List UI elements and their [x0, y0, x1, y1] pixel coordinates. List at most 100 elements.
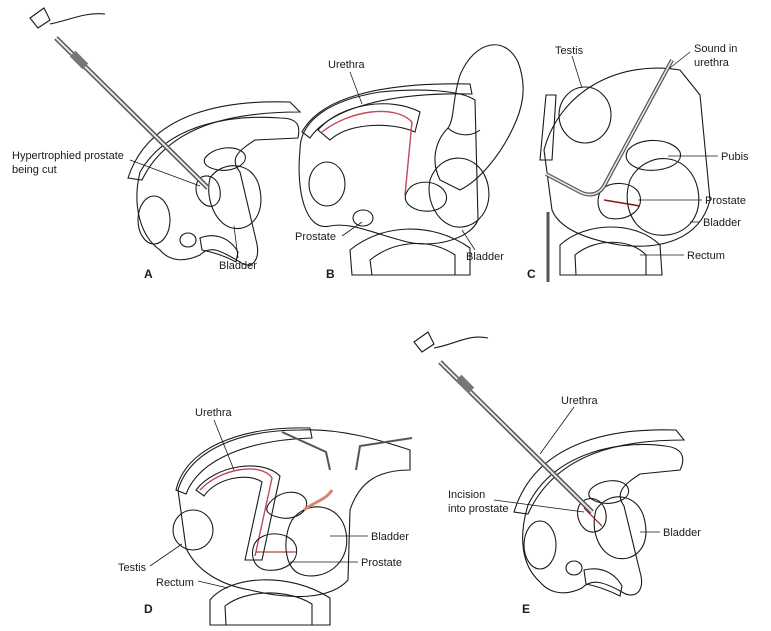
- panel-b-bladder: [428, 157, 490, 228]
- panel-d-urethra-channel: [199, 468, 273, 557]
- panel-d-testis: [172, 509, 214, 551]
- panel-b-gloved-hand: [434, 44, 524, 191]
- panel-e-scrotal-ring: [565, 560, 583, 576]
- panel-e-leader-incision: [493, 499, 585, 513]
- panel-e-bladder: [593, 496, 647, 560]
- panel-b-rectum: [349, 228, 471, 276]
- panel-e-incision: [583, 507, 603, 527]
- panel-e-pelvis-tissue: [522, 443, 684, 596]
- panel-b-prostate-small: [352, 209, 374, 227]
- panel-a-pelvis-tissue: [136, 116, 300, 266]
- panel-e-label-incision-1: Incision: [448, 489, 485, 501]
- panel-e-skin-band: [513, 429, 686, 515]
- panel-c-label-testis: Testis: [555, 45, 584, 57]
- panel-b-label-bladder: Bladder: [466, 251, 504, 263]
- panel-c-letter: C: [527, 267, 536, 281]
- panel-a-leader-bladder: [233, 225, 239, 259]
- panel-d-pubis: [266, 491, 308, 519]
- panel-c-rectum-inner: [574, 241, 647, 276]
- panel-a-label-bladder: Bladder: [219, 260, 257, 272]
- panel-e-leader-urethra: [539, 406, 575, 455]
- panel-d-leader-testis: [149, 543, 183, 567]
- panel-c-label-sound-2: urethra: [694, 57, 730, 69]
- panel-c-leader-testis: [571, 55, 583, 89]
- panel-c-leader-sound: [669, 51, 691, 69]
- panel-a-leader-hypertrophied: [129, 159, 201, 187]
- panel-a-rectum: [199, 235, 239, 263]
- panel-b-label-urethra: Urethra: [328, 59, 366, 71]
- panel-a-testis: [137, 195, 171, 245]
- panel-d: Urethra Bladder Prostate Testis Rectum D: [118, 407, 413, 626]
- panel-c-skin: [539, 94, 557, 161]
- panel-d-leader-rectum: [197, 580, 229, 589]
- panel-e-testis: [523, 520, 557, 570]
- panel-a-scope-handle: [69, 50, 89, 70]
- panel-d-rectum: [209, 579, 331, 626]
- panel-d-bladder: [285, 506, 348, 577]
- panel-c-testis: [558, 86, 612, 144]
- panel-b: Urethra Prostate Bladder B: [295, 44, 524, 281]
- panel-b-prostate: [404, 181, 448, 212]
- panel-e-letter: E: [522, 602, 530, 616]
- panel-b-testis: [308, 161, 346, 207]
- panel-a-prostate: [195, 175, 221, 207]
- panel-c-body: [543, 67, 711, 247]
- panel-c-prostate: [597, 182, 641, 220]
- panel-e-label-urethra: Urethra: [561, 395, 599, 407]
- panel-c-label-rectum: Rectum: [687, 250, 725, 262]
- panel-d-body: [177, 429, 411, 598]
- panel-a-pubis: [203, 147, 246, 171]
- panel-b-leader-urethra: [349, 71, 363, 105]
- panel-d-letter: D: [144, 602, 153, 616]
- panel-c-pubis: [625, 139, 681, 171]
- panel-c: Testis Sound in urethra Pubis Prostate B…: [527, 43, 749, 282]
- panel-d-label-testis: Testis: [118, 562, 147, 574]
- panel-a-label-hypertrophied: Hypertrophied prostate: [12, 150, 124, 162]
- panel-b-urethra: [317, 103, 421, 141]
- panel-e: Urethra Incision into prostate Bladder E: [413, 331, 701, 616]
- panel-c-prostate-cut: [603, 199, 641, 207]
- panel-b-leader-bladder: [461, 229, 476, 251]
- panel-d-retractor-1: [281, 431, 331, 471]
- panel-d-label-prostate: Prostate: [361, 557, 402, 569]
- panel-d-retractor-2: [355, 437, 413, 471]
- panel-e-eyepiece: [413, 331, 435, 353]
- panel-e-label-incision-2: into prostate: [448, 503, 509, 515]
- panel-d-skin: [175, 427, 313, 495]
- panel-b-letter: B: [326, 267, 335, 281]
- panel-d-prostate: [251, 533, 298, 571]
- panel-d-label-bladder: Bladder: [371, 531, 409, 543]
- panel-a-eyepiece: [29, 7, 51, 29]
- panel-a-bladder: [208, 165, 262, 230]
- panel-c-label-sound-1: Sound in: [694, 43, 737, 55]
- panel-c-label-bladder: Bladder: [703, 217, 741, 229]
- panel-a-cable: [49, 13, 106, 25]
- panel-b-leader-prostate: [341, 221, 363, 237]
- panel-a-letter: A: [144, 267, 153, 281]
- panel-e-pubis: [588, 480, 630, 504]
- panel-b-rectum-inner: [369, 243, 456, 276]
- panel-b-urethra-channel: [321, 110, 413, 196]
- panel-b-skin: [301, 83, 473, 139]
- panel-e-cable: [433, 336, 489, 349]
- panel-e-scope-handle: [455, 374, 475, 394]
- panel-c-label-prostate: Prostate: [705, 195, 746, 207]
- panel-b-finger-detail: [447, 127, 481, 136]
- panel-e-label-bladder: Bladder: [663, 527, 701, 539]
- panel-d-bladder-rim: [303, 489, 334, 512]
- panel-a-label-being-cut: being cut: [12, 164, 57, 176]
- panel-e-rectum: [583, 568, 623, 597]
- panel-b-label-prostate: Prostate: [295, 231, 336, 243]
- panel-a: Hypertrophied prostate being cut Bladder…: [12, 7, 302, 281]
- panel-d-rectum-inner: [224, 592, 313, 626]
- panel-d-label-urethra: Urethra: [195, 407, 233, 419]
- panel-a-skin-band: [127, 101, 302, 181]
- panel-a-scrotal-ring: [179, 232, 197, 248]
- panel-e-prostate: [577, 498, 607, 533]
- panel-b-body: [298, 89, 479, 245]
- panel-c-label-pubis: Pubis: [721, 151, 749, 163]
- panel-d-label-rectum: Rectum: [156, 577, 194, 589]
- panel-c-bladder: [626, 158, 700, 236]
- panel-d-leader-urethra: [213, 419, 235, 471]
